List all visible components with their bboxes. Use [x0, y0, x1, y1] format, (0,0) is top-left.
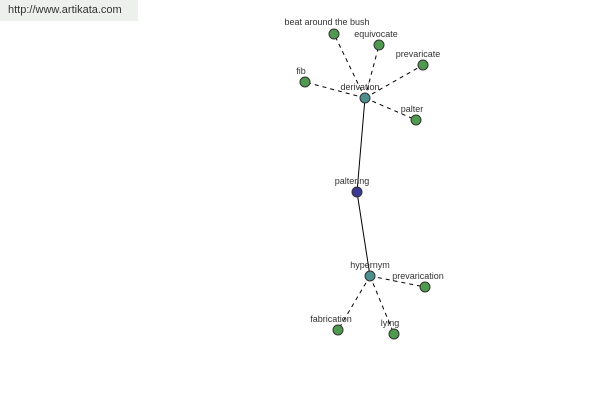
leaf-node-circle[interactable] [410, 114, 422, 126]
node-prevarication[interactable] [419, 281, 431, 293]
node-label: derivation [340, 82, 379, 92]
center-node-circle[interactable] [351, 186, 363, 198]
edge-derivation-prevaricate [364, 64, 424, 99]
edge-hypernym-lying [369, 275, 395, 335]
leaf-node-circle[interactable] [299, 76, 311, 88]
node-palter[interactable] [410, 114, 422, 126]
node-label: fabrication [310, 314, 352, 324]
node-fib[interactable] [299, 76, 311, 88]
source-url[interactable]: http://www.artikata.com [0, 0, 138, 21]
node-equivocate[interactable] [373, 39, 385, 51]
node-label: lying [381, 318, 400, 328]
node-label: beat around the bush [284, 17, 369, 27]
node-label: fib [296, 66, 306, 76]
hub-node-circle[interactable] [364, 270, 376, 282]
edge-derivation-beat-around-the-bush [333, 33, 366, 99]
node-label: paltering [335, 176, 370, 186]
node-hypernym[interactable] [364, 270, 376, 282]
node-lying[interactable] [388, 328, 400, 340]
edge-derivation-fib [304, 81, 366, 99]
node-label: prevaricate [396, 49, 441, 59]
node-fabrication[interactable] [332, 324, 344, 336]
leaf-node-circle[interactable] [388, 328, 400, 340]
graph-edges [304, 33, 426, 335]
leaf-node-circle[interactable] [328, 28, 340, 40]
edge-derivation-palter [364, 97, 417, 121]
leaf-node-circle[interactable] [332, 324, 344, 336]
edge-paltering-derivation [356, 97, 366, 193]
edge-hypernym-prevarication [369, 275, 426, 288]
edge-paltering-hypernym [356, 191, 371, 277]
node-paltering[interactable] [351, 186, 363, 198]
node-prevaricate[interactable] [417, 59, 429, 71]
leaf-node-circle[interactable] [417, 59, 429, 71]
leaf-node-circle[interactable] [419, 281, 431, 293]
node-label: prevarication [392, 271, 444, 281]
hub-node-circle[interactable] [359, 92, 371, 104]
node-derivation[interactable] [359, 92, 371, 104]
leaf-node-circle[interactable] [373, 39, 385, 51]
node-label: hypernym [350, 260, 390, 270]
node-label: palter [401, 104, 424, 114]
graph-nodes: paltering derivation hypernym beat around t… [284, 17, 444, 340]
edge-derivation-equivocate [364, 44, 380, 99]
edge-hypernym-fabrication [337, 275, 371, 331]
node-label: equivocate [354, 29, 398, 39]
node-beat-around-the-bush[interactable] [328, 28, 340, 40]
